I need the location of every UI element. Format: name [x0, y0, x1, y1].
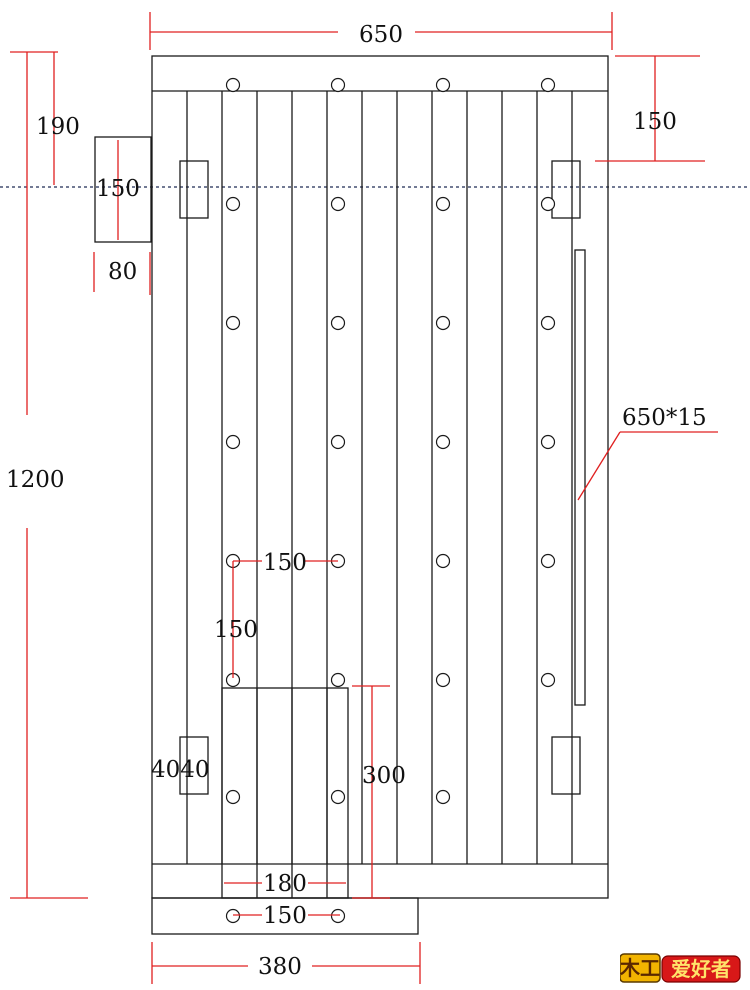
- dim-label-rail: 650*15: [622, 405, 707, 431]
- dim-label-300: 300: [362, 763, 406, 789]
- hole: [330, 196, 346, 212]
- hinge-block: [179, 160, 209, 219]
- hole: [435, 553, 451, 569]
- hinge-block: [179, 736, 209, 795]
- hole: [225, 315, 241, 331]
- slats: [186, 91, 573, 864]
- hole: [540, 315, 556, 331]
- logo-mark: 木工: [620, 956, 660, 980]
- dim-label-1200: 1200: [6, 467, 65, 493]
- hole: [330, 434, 346, 450]
- hole: [225, 789, 241, 805]
- door-panel: [221, 687, 349, 899]
- logo-name: 爱好者: [671, 957, 731, 981]
- dim-label-4040: 4040: [151, 757, 210, 783]
- hole: [225, 77, 241, 93]
- hole: [225, 196, 241, 212]
- hinge-block: [551, 736, 581, 795]
- dimension-lines: [10, 12, 718, 984]
- hole: [330, 77, 346, 93]
- hole: [540, 77, 556, 93]
- logo: 木工 爱好者: [619, 950, 742, 984]
- dim-label-190: 190: [36, 114, 80, 140]
- dim-label-80: 80: [108, 259, 137, 285]
- hole: [540, 434, 556, 450]
- hole: [330, 315, 346, 331]
- hinge-block: [551, 160, 581, 219]
- hole: [435, 672, 451, 688]
- dim-label-block-150: 150: [96, 176, 140, 202]
- hole: [540, 672, 556, 688]
- hole: [435, 77, 451, 93]
- hole: [435, 315, 451, 331]
- hole: [435, 789, 451, 805]
- dim-label-right-150: 150: [633, 109, 677, 135]
- dim-label-bottom-150: 150: [263, 903, 307, 929]
- hole: [330, 672, 346, 688]
- hole: [225, 434, 241, 450]
- hole: [330, 908, 346, 924]
- hole: [435, 434, 451, 450]
- holes: [225, 77, 556, 924]
- hole: [435, 196, 451, 212]
- dim-label-hole-h: 150: [263, 550, 307, 576]
- hole: [540, 553, 556, 569]
- dim-label-hole-v: 150: [214, 617, 258, 643]
- hole: [225, 908, 241, 924]
- dim-label-650: 650: [359, 22, 403, 48]
- hole: [540, 196, 556, 212]
- dim-label-380: 380: [258, 954, 302, 980]
- side-rail: [574, 249, 586, 706]
- hole: [330, 789, 346, 805]
- dim-label-180: 180: [263, 871, 307, 897]
- side-block: [94, 136, 152, 243]
